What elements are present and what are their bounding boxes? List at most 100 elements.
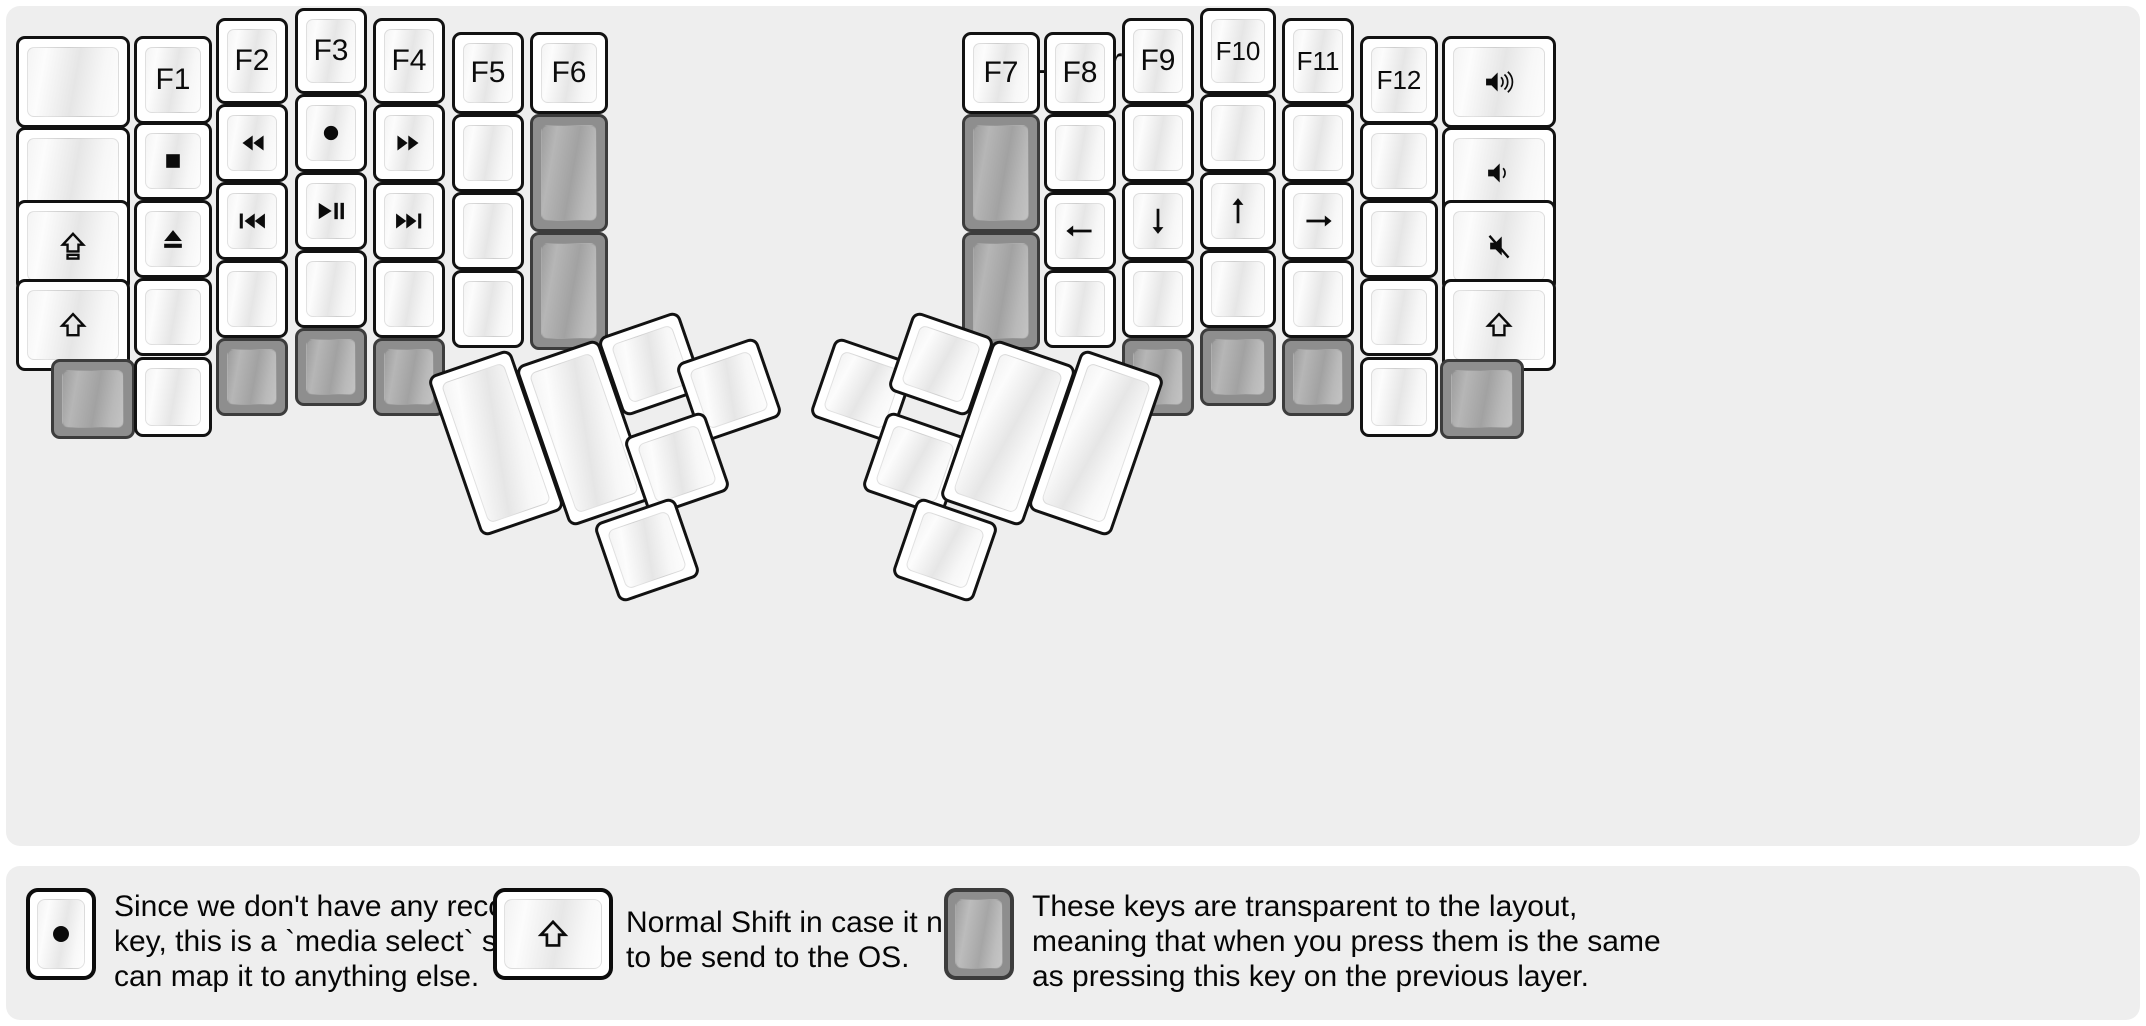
keycap-surface bbox=[306, 339, 356, 395]
keycap-surface bbox=[1453, 47, 1545, 117]
key-l-c3-r2[interactable] bbox=[295, 172, 367, 250]
key-l-c0-r3[interactable] bbox=[16, 279, 130, 371]
keycap-surface bbox=[27, 290, 119, 360]
key-l-c0-r2[interactable] bbox=[16, 200, 130, 292]
keycap-surface bbox=[145, 133, 201, 189]
key-l-c1-r0[interactable]: F1 bbox=[134, 36, 212, 124]
key-r-c3-r0[interactable]: F10 bbox=[1200, 8, 1276, 94]
key-r-c4-r3[interactable] bbox=[1282, 260, 1354, 338]
key-r-c3-r1[interactable] bbox=[1200, 94, 1276, 172]
keycap-surface bbox=[227, 115, 277, 171]
keycap-surface bbox=[145, 289, 201, 345]
keycap-surface bbox=[1211, 183, 1265, 239]
key-r-c2-r0[interactable]: F9 bbox=[1122, 18, 1194, 104]
keycap-surface bbox=[1055, 281, 1105, 337]
key-l-c5-r2[interactable] bbox=[452, 192, 524, 270]
keycap-surface bbox=[62, 370, 124, 428]
key-l-c5-r3[interactable] bbox=[452, 270, 524, 348]
key-l-c1-r1[interactable] bbox=[134, 122, 212, 200]
key-r-c1-r3[interactable] bbox=[1044, 270, 1116, 348]
key-r-c0-r1[interactable] bbox=[962, 114, 1040, 232]
key-r-c6-r2[interactable] bbox=[1442, 200, 1556, 292]
key-r-c1-r0[interactable]: F8 bbox=[1044, 32, 1116, 114]
keycap-surface bbox=[1211, 339, 1265, 395]
keycap-surface bbox=[384, 349, 434, 405]
key-l-c1-r2[interactable] bbox=[134, 200, 212, 278]
key-l-c3-r0[interactable]: F3 bbox=[295, 8, 367, 94]
key-r-c5-r2[interactable] bbox=[1360, 200, 1438, 278]
keycap-surface bbox=[1453, 290, 1545, 360]
legend-transparent-key bbox=[944, 888, 1014, 980]
keycap-surface bbox=[384, 193, 434, 249]
keycap-surface bbox=[384, 271, 434, 327]
key-r-c3-r4[interactable] bbox=[1200, 328, 1276, 406]
key-r-c5-r3[interactable] bbox=[1360, 278, 1438, 356]
key-l-c6-r0[interactable]: F6 bbox=[530, 32, 608, 114]
key-r-c4-r4[interactable] bbox=[1282, 338, 1354, 416]
key-l-c4-r3[interactable] bbox=[373, 260, 445, 338]
keycap-surface bbox=[606, 510, 688, 590]
key-r-c5-r1[interactable] bbox=[1360, 122, 1438, 200]
key-l-c6-r2[interactable] bbox=[530, 232, 608, 350]
key-l-c2-r0[interactable]: F2 bbox=[216, 18, 288, 104]
keycap-surface bbox=[384, 29, 434, 93]
keycap-surface bbox=[1211, 19, 1265, 83]
key-l-c4-r1[interactable] bbox=[373, 104, 445, 182]
keycap-surface bbox=[306, 183, 356, 239]
key-l-c4-r2[interactable] bbox=[373, 182, 445, 260]
key-l-c1-r3[interactable] bbox=[134, 278, 212, 356]
key-r-c5-r0[interactable]: F12 bbox=[1360, 36, 1438, 124]
key-l-c0-r0[interactable] bbox=[16, 36, 130, 128]
key-r-c6-r4[interactable] bbox=[1440, 359, 1524, 439]
key-r-c6-r3[interactable] bbox=[1442, 279, 1556, 371]
key-r-c3-r2[interactable] bbox=[1200, 172, 1276, 250]
key-r-c2-r2[interactable] bbox=[1122, 182, 1194, 260]
keycap-surface bbox=[1453, 138, 1545, 208]
key-l-c0-r4[interactable] bbox=[51, 359, 135, 439]
keycap-surface bbox=[1055, 43, 1105, 103]
key-r-c2-r3[interactable] bbox=[1122, 260, 1194, 338]
key-l-c6-r1[interactable] bbox=[530, 114, 608, 232]
key-l-c3-r4[interactable] bbox=[295, 328, 367, 406]
keycap-surface bbox=[227, 271, 277, 327]
keycap-surface bbox=[636, 424, 718, 504]
key-r-c5-r4[interactable] bbox=[1360, 357, 1438, 437]
key-r-c0-r2[interactable] bbox=[962, 232, 1040, 350]
key-l-c3-r3[interactable] bbox=[295, 250, 367, 328]
keycap-surface bbox=[541, 125, 597, 221]
keycap-surface bbox=[541, 243, 597, 339]
key-r-c3-r3[interactable] bbox=[1200, 250, 1276, 328]
legend-key-blank bbox=[948, 892, 1010, 976]
key-r-c0-r0[interactable]: F7 bbox=[962, 32, 1040, 114]
key-l-c2-r4[interactable] bbox=[216, 338, 288, 416]
key-l-c5-r1[interactable] bbox=[452, 114, 524, 192]
keycap-surface bbox=[1371, 211, 1427, 267]
keycap-surface bbox=[463, 125, 513, 181]
legend-shift-key bbox=[493, 888, 613, 980]
key-l-c2-r3[interactable] bbox=[216, 260, 288, 338]
keycap-surface bbox=[955, 899, 1003, 969]
key-l-c2-r1[interactable] bbox=[216, 104, 288, 182]
key-l-c2-r2[interactable] bbox=[216, 182, 288, 260]
key-r-c6-r0[interactable] bbox=[1442, 36, 1556, 128]
keycap-surface bbox=[973, 43, 1029, 103]
keycap-surface bbox=[1371, 133, 1427, 189]
key-l-c1-r4[interactable] bbox=[134, 357, 212, 437]
legend-panel: Since we don't have any recording key, t… bbox=[6, 866, 2140, 1020]
keycap-surface bbox=[145, 368, 201, 426]
key-r-c4-r2[interactable] bbox=[1282, 182, 1354, 260]
keycap-surface bbox=[1453, 211, 1545, 281]
key-r-c1-r1[interactable] bbox=[1044, 114, 1116, 192]
shift-icon bbox=[497, 892, 609, 976]
keycap-surface bbox=[1133, 29, 1183, 93]
keycap-surface bbox=[1451, 370, 1513, 428]
key-l-c4-r0[interactable]: F4 bbox=[373, 18, 445, 104]
key-r-c4-r0[interactable]: F11 bbox=[1282, 18, 1354, 104]
key-l-c3-r1[interactable] bbox=[295, 94, 367, 172]
key-r-c4-r1[interactable] bbox=[1282, 104, 1354, 182]
key-r-c2-r1[interactable] bbox=[1122, 104, 1194, 182]
key-l-c5-r0[interactable]: F5 bbox=[452, 32, 524, 114]
key-r-c1-r2[interactable] bbox=[1044, 192, 1116, 270]
keycap-surface bbox=[504, 899, 602, 969]
keycap-surface bbox=[1371, 368, 1427, 426]
